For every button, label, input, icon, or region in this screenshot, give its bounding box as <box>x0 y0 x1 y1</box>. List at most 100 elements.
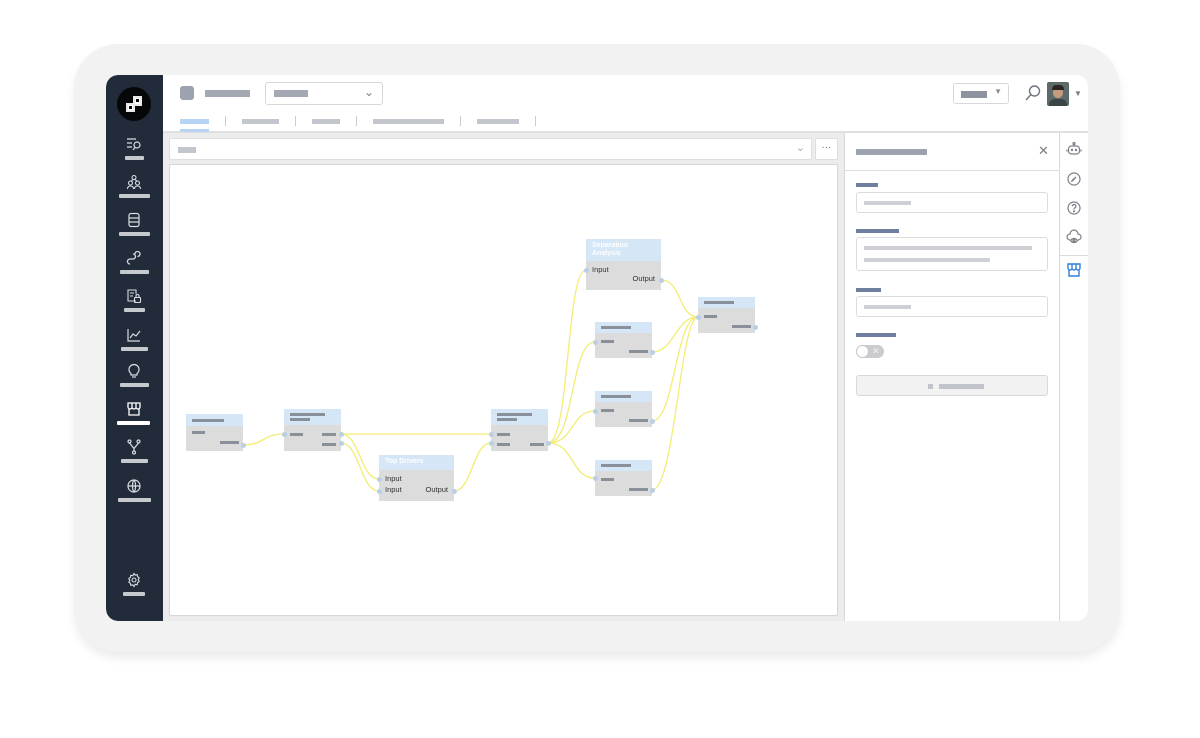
sidebar-item-label <box>124 308 145 312</box>
close-icon[interactable]: ✕ <box>1038 143 1049 158</box>
environment-dropdown[interactable]: ▼ <box>953 83 1009 104</box>
properties-panel: ✕ ✕ <box>844 133 1060 621</box>
workflow-node[interactable] <box>186 414 243 451</box>
output-port[interactable] <box>241 443 246 448</box>
page-title <box>205 90 250 97</box>
third-field[interactable] <box>856 296 1048 317</box>
apply-button[interactable] <box>856 375 1048 396</box>
node-output-label <box>629 488 648 491</box>
sidebar-item-label <box>119 194 150 198</box>
user-menu-caret-icon[interactable]: ▼ <box>1074 89 1082 98</box>
field-label <box>856 333 896 337</box>
project-select[interactable]: ⌄ <box>265 82 383 105</box>
node-output-label <box>629 419 648 422</box>
input-port[interactable] <box>377 489 382 494</box>
gear-icon <box>128 572 140 588</box>
sidebar-item-label <box>123 592 145 596</box>
sidebar-item-search-insights[interactable] <box>106 136 163 170</box>
description-field-value <box>864 246 1032 250</box>
app-window: ⌄ ▼ ▼ ⌄ ··· <box>106 75 1088 621</box>
output-port[interactable] <box>650 350 655 355</box>
input-port[interactable] <box>377 477 382 482</box>
output-port[interactable] <box>753 325 758 330</box>
input-port[interactable] <box>593 476 598 481</box>
output-port[interactable] <box>452 489 457 494</box>
node-input-label <box>601 340 614 343</box>
workflow-canvas-area: ⌄ ··· <box>163 133 844 621</box>
input-port[interactable] <box>584 268 589 273</box>
storefront-icon[interactable] <box>1066 262 1082 278</box>
rail-divider <box>1060 255 1088 256</box>
output-port[interactable] <box>659 278 664 283</box>
cloud-view-icon[interactable] <box>1066 229 1082 245</box>
name-field[interactable] <box>856 192 1048 213</box>
node-input-label <box>192 431 205 434</box>
field-label <box>856 229 899 233</box>
tab-5[interactable] <box>477 118 519 124</box>
input-port[interactable] <box>489 441 494 446</box>
input-port[interactable] <box>696 315 701 320</box>
output-port[interactable] <box>650 419 655 424</box>
output-port[interactable] <box>650 488 655 493</box>
output-port[interactable] <box>546 441 551 446</box>
sidebar-item-global[interactable] <box>106 478 163 512</box>
bot-icon[interactable] <box>1066 141 1082 157</box>
input-port[interactable] <box>593 340 598 345</box>
output-port[interactable] <box>339 432 344 437</box>
input-port[interactable] <box>593 409 598 414</box>
sidebar-item-workflows[interactable] <box>106 439 163 473</box>
node-input-label: Input <box>592 265 609 274</box>
app-logo[interactable] <box>117 87 151 121</box>
toggle-switch[interactable]: ✕ <box>856 345 884 358</box>
output-port[interactable] <box>339 441 344 446</box>
user-avatar[interactable] <box>1047 82 1069 106</box>
compass-icon[interactable] <box>1066 171 1082 187</box>
line-chart-icon <box>127 329 141 342</box>
workflow-canvas[interactable]: Top Drivers Input Input Output <box>169 164 838 616</box>
sidebar-item-label <box>125 156 144 160</box>
sidebar-item-users[interactable] <box>106 174 163 208</box>
node-output-label: Output <box>632 274 655 283</box>
workflow-node-top-drivers[interactable]: Top Drivers Input Input Output <box>379 455 454 501</box>
node-input-label <box>290 433 303 436</box>
workflow-node[interactable] <box>595 322 652 358</box>
sidebar-item-marketplace[interactable] <box>106 401 163 435</box>
workflow-select[interactable]: ⌄ <box>169 138 812 160</box>
node-title <box>497 413 532 416</box>
help-icon[interactable] <box>1066 200 1082 216</box>
input-port[interactable] <box>489 432 494 437</box>
workflow-node-separation-analysis[interactable]: Separation Analysis Input Output <box>586 239 661 290</box>
branch-icon <box>127 439 141 455</box>
sidebar <box>106 75 163 621</box>
tab-2[interactable] <box>242 118 279 124</box>
tab-4[interactable] <box>373 118 444 124</box>
workflow-node[interactable] <box>595 460 652 496</box>
node-output-label <box>530 443 544 446</box>
sidebar-item-analytics[interactable] <box>106 327 163 361</box>
tab-3[interactable] <box>312 118 340 124</box>
node-output-label <box>732 325 751 328</box>
workflow-node[interactable] <box>284 409 341 451</box>
input-port[interactable] <box>282 432 287 437</box>
node-input-label: Input <box>385 474 402 483</box>
sidebar-item-label <box>121 459 148 463</box>
sidebar-item-data[interactable] <box>106 212 163 246</box>
workflow-node[interactable] <box>595 391 652 427</box>
sidebar-item-settings[interactable] <box>106 572 163 606</box>
node-input-label <box>704 315 717 318</box>
sidebar-item-connections[interactable] <box>106 250 163 284</box>
description-field[interactable] <box>856 237 1048 271</box>
users-group-icon <box>126 174 142 190</box>
more-options-button[interactable]: ··· <box>815 138 838 160</box>
search-icon[interactable] <box>1024 84 1042 102</box>
sidebar-item-secure-data[interactable] <box>106 288 163 322</box>
database-icon <box>128 212 140 228</box>
workflow-node[interactable] <box>698 297 755 333</box>
properties-panel-header: ✕ <box>845 133 1060 171</box>
sidebar-item-insights[interactable] <box>106 363 163 397</box>
name-field-value <box>864 201 911 205</box>
tab-1[interactable] <box>180 118 209 132</box>
node-input-label <box>497 433 510 436</box>
page-icon <box>180 86 194 100</box>
workflow-node[interactable] <box>491 409 548 451</box>
